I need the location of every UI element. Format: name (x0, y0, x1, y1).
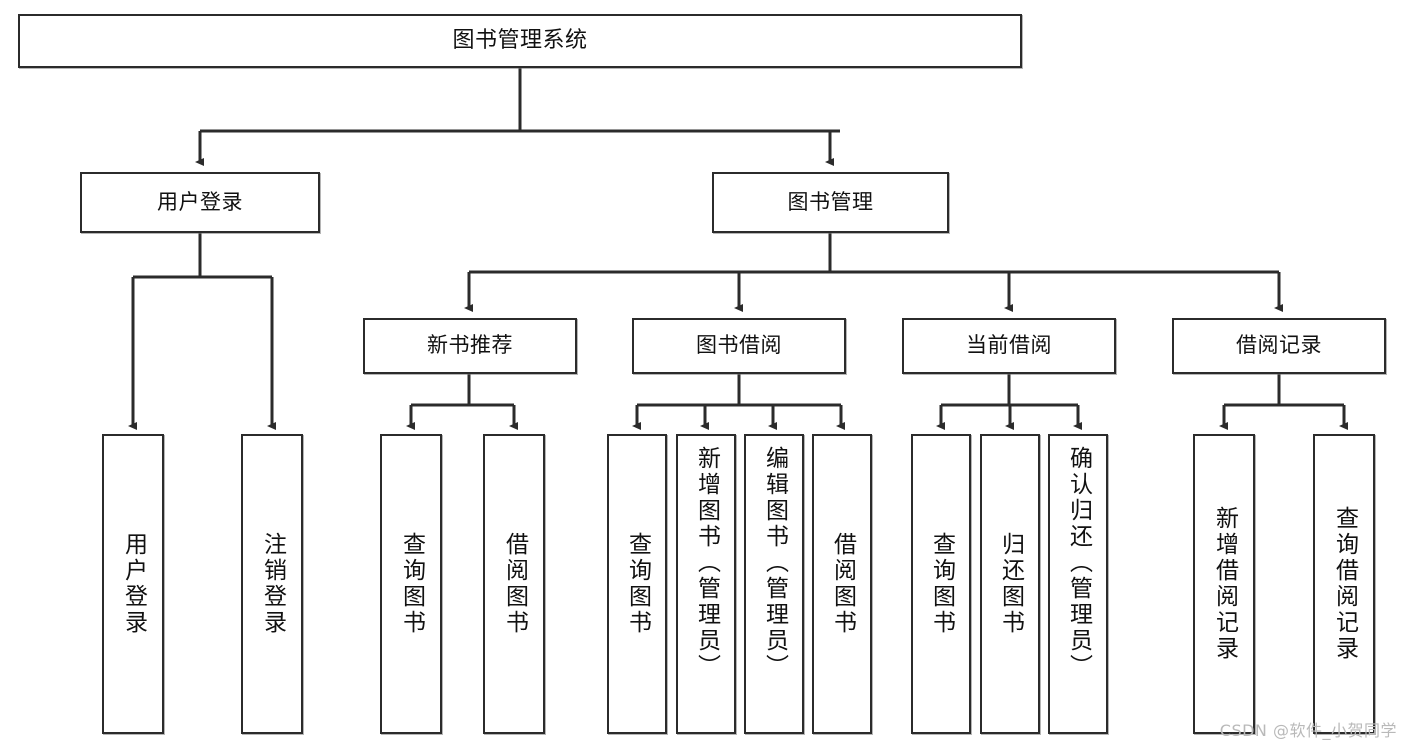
node-new-book-recommendation[interactable]: 新书推荐 (363, 318, 577, 374)
leaf-query-borrow-record[interactable]: 查询借阅记录 (1313, 434, 1375, 734)
node-label: 查询图书 (398, 532, 425, 636)
node-root-book-management-system[interactable]: 图书管理系统 (18, 14, 1022, 68)
node-book-borrowing[interactable]: 图书借阅 (632, 318, 846, 374)
node-borrowing-records[interactable]: 借阅记录 (1172, 318, 1386, 374)
node-label: 图书管理 (787, 189, 874, 214)
node-user-login[interactable]: 用户登录 (80, 172, 320, 233)
node-label: 确认归还（管理员） (1065, 446, 1092, 680)
leaf-return-books[interactable]: 归还图书 (980, 434, 1040, 734)
node-current-borrowing[interactable]: 当前借阅 (902, 318, 1116, 374)
node-label: 归还图书 (997, 532, 1024, 636)
node-label: 当前借阅 (966, 333, 1052, 358)
node-label: 注销登录 (259, 532, 286, 636)
leaf-query-books-current[interactable]: 查询图书 (911, 434, 971, 734)
node-label: 借阅图书 (501, 532, 528, 636)
node-label: 查询图书 (624, 532, 651, 636)
csdn-watermark: CSDN @软件_小贺同学 (1219, 721, 1397, 740)
leaf-add-borrow-record[interactable]: 新增借阅记录 (1193, 434, 1255, 734)
node-label: 新增借阅记录 (1211, 506, 1238, 662)
node-label: 新书推荐 (427, 333, 513, 358)
leaf-edit-book-admin[interactable]: 编辑图书（管理员） (744, 434, 804, 734)
node-label: 查询图书 (928, 532, 955, 636)
node-label: 图书借阅 (696, 333, 782, 358)
leaf-add-book-admin[interactable]: 新增图书（管理员） (676, 434, 736, 734)
node-label: 查询借阅记录 (1331, 506, 1358, 662)
leaf-query-books-borrow[interactable]: 查询图书 (607, 434, 667, 734)
leaf-logout[interactable]: 注销登录 (241, 434, 303, 734)
node-label: 编辑图书（管理员） (761, 446, 788, 680)
node-label: 借阅图书 (829, 532, 856, 636)
node-label: 借阅记录 (1236, 333, 1322, 358)
leaf-query-books-new[interactable]: 查询图书 (380, 434, 442, 734)
node-book-management[interactable]: 图书管理 (712, 172, 949, 233)
leaf-user-login[interactable]: 用户登录 (102, 434, 164, 734)
node-label: 用户登录 (120, 532, 147, 636)
leaf-confirm-return-admin[interactable]: 确认归还（管理员） (1048, 434, 1108, 734)
node-label: 图书管理系统 (452, 27, 588, 53)
leaf-borrow-books-new[interactable]: 借阅图书 (483, 434, 545, 734)
node-label: 用户登录 (157, 189, 243, 214)
node-label: 新增图书（管理员） (693, 446, 720, 680)
leaf-borrow-books[interactable]: 借阅图书 (812, 434, 872, 734)
